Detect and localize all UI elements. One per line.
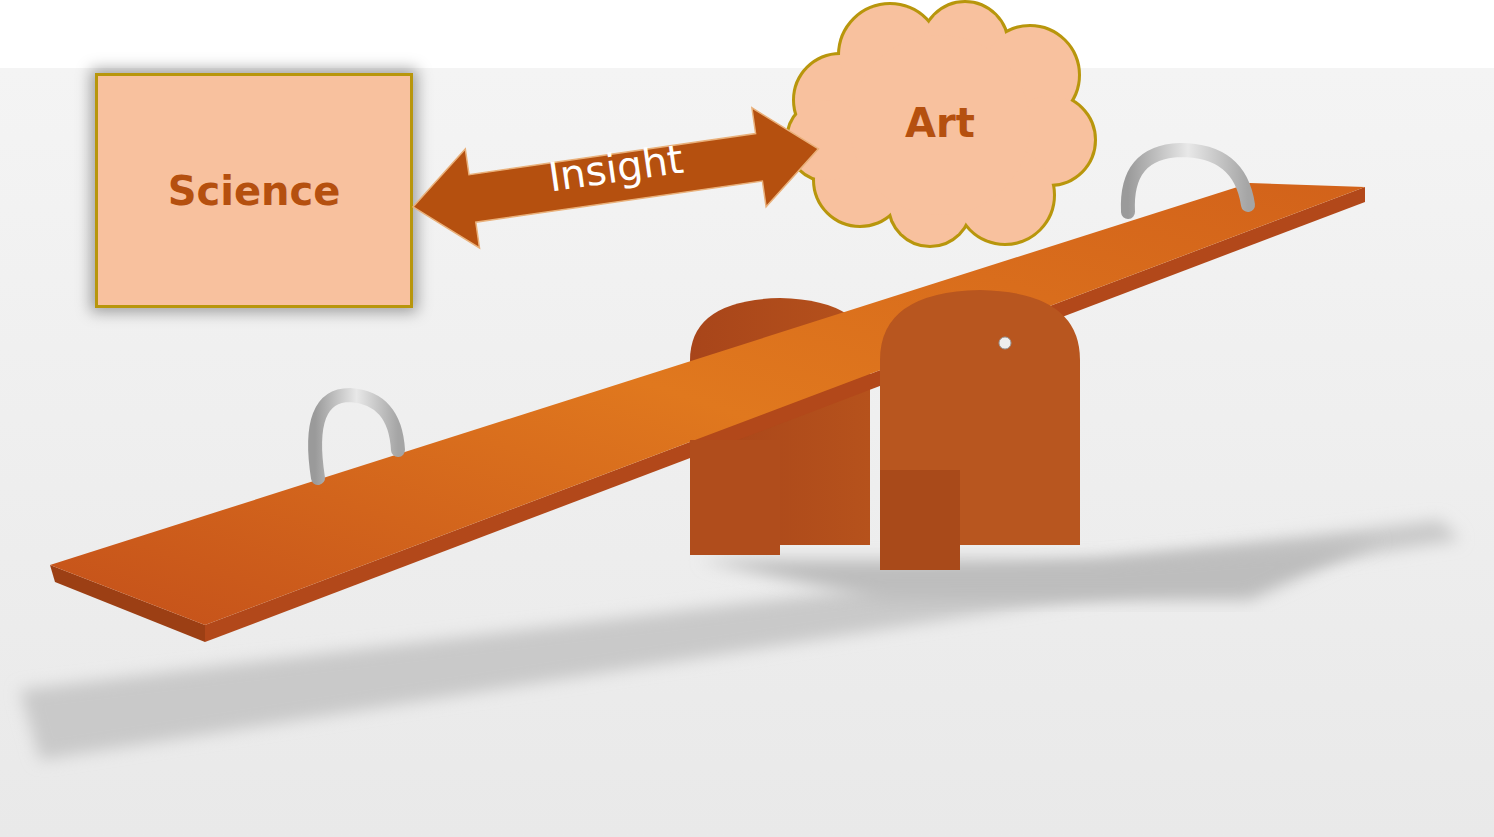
fulcrum-shadow <box>700 540 1380 600</box>
pivot-bolt <box>999 337 1011 349</box>
seat-handle <box>1128 150 1248 212</box>
cloud-shape: Art <box>780 0 1100 248</box>
cloud-lobe <box>850 35 1030 215</box>
seat-handle <box>315 395 398 478</box>
fulcrum-base <box>880 470 960 570</box>
node-label: Science <box>168 168 341 214</box>
node-label: Art <box>905 100 975 146</box>
fulcrum-leg <box>690 440 780 555</box>
block-arrow <box>413 108 818 248</box>
process-box: Science <box>95 73 413 308</box>
cloud-lobe <box>850 35 1030 215</box>
edge-label: Insight <box>545 135 686 200</box>
fulcrum-front <box>880 290 1080 570</box>
background <box>0 68 1494 837</box>
